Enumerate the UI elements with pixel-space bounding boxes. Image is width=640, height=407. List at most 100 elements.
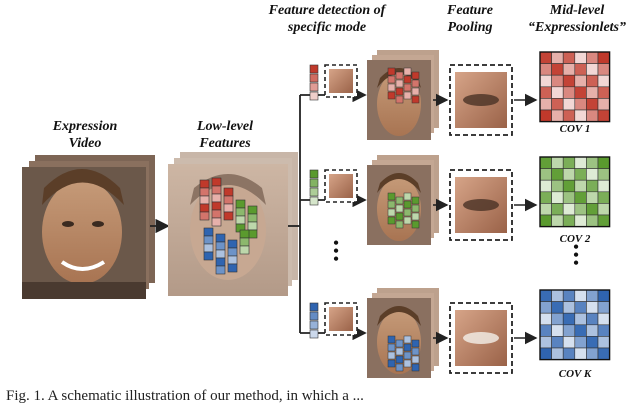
feature-cell — [211, 177, 222, 187]
matrix-cell — [562, 203, 576, 216]
mode-row — [309, 155, 611, 245]
matrix-cell — [586, 203, 599, 216]
ellipsis-dot: • — [333, 251, 339, 268]
matrix-cell — [562, 156, 576, 169]
matrix-cell — [586, 109, 599, 122]
ellipsis-dot: • — [333, 235, 339, 252]
matrix-cell — [574, 109, 587, 122]
feature-cell — [403, 91, 412, 100]
feature-cell — [387, 351, 396, 360]
feature-cell — [411, 220, 420, 229]
feature-cell — [227, 263, 238, 273]
feature-cell — [387, 200, 396, 209]
feature-cell — [235, 207, 246, 217]
matrix-cell — [586, 74, 599, 88]
matrix-cell — [562, 179, 576, 193]
matrix-cell — [562, 168, 576, 181]
matrix-cell — [574, 289, 587, 302]
cov-label-k: COV K — [558, 368, 592, 380]
feature-cell — [309, 91, 319, 101]
feature-cell — [387, 335, 396, 344]
matrix-cell — [551, 336, 564, 349]
feature-cell — [395, 87, 404, 96]
matrix-cell — [597, 203, 610, 216]
feature-cell — [403, 343, 412, 352]
feature-cell — [411, 79, 420, 88]
matrix-cell — [574, 191, 587, 204]
matrix-cell — [597, 51, 610, 64]
feature-cell — [227, 255, 238, 265]
patch-icon — [329, 69, 353, 93]
matrix-cell — [539, 203, 552, 216]
feature-cell — [203, 227, 214, 237]
feature-cell — [387, 83, 396, 92]
matrix-cell — [597, 324, 610, 337]
matrix-cell — [562, 289, 576, 302]
matrix-cell — [539, 74, 552, 88]
feature-cell — [199, 203, 210, 213]
matrix-cell — [586, 347, 599, 360]
feature-cell — [309, 329, 319, 339]
matrix-cell — [551, 51, 564, 64]
feature-cell — [223, 203, 234, 213]
feature-cell — [223, 187, 234, 197]
matrix-cell — [551, 98, 564, 111]
matrix-cell — [539, 347, 552, 360]
expression-video-stack — [22, 155, 155, 299]
matrix-cell — [551, 214, 564, 227]
matrix-cell — [539, 51, 552, 64]
mid-level-label-line1: Mid-level — [549, 3, 605, 18]
feature-cell — [411, 196, 420, 205]
feature-cell — [215, 257, 226, 267]
matrix-cell — [586, 289, 599, 302]
matrix-cell — [586, 191, 599, 204]
ellipsis-dot: • — [573, 239, 579, 256]
matrix-cell — [574, 214, 587, 227]
matrix-cell — [597, 312, 610, 326]
feature-cell — [395, 339, 404, 348]
matrix-cell — [551, 301, 564, 314]
feature-cell — [203, 243, 214, 253]
matrix-cell — [597, 179, 610, 193]
feature-cell — [387, 75, 396, 84]
matrix-cell — [597, 86, 610, 99]
matrix-cell — [551, 156, 564, 169]
matrix-cell — [574, 63, 587, 76]
matrix-cell — [539, 179, 552, 193]
feature-cell — [235, 215, 246, 225]
feature-cell — [403, 351, 412, 360]
mode-row — [309, 50, 611, 140]
feature-pooling-label-line1: Feature — [447, 3, 493, 18]
matrix-cell — [597, 156, 610, 169]
feature-cell — [309, 187, 319, 197]
feature-cell — [395, 95, 404, 104]
matrix-cell — [562, 109, 576, 122]
feature-cell — [211, 217, 222, 227]
feature-cell — [309, 82, 319, 92]
feature-cell — [395, 220, 404, 229]
matrix-cell — [551, 312, 564, 326]
patch-icon — [329, 174, 353, 198]
feature-cell — [403, 200, 412, 209]
matrix-cell — [574, 98, 587, 111]
feature-cell — [235, 199, 246, 209]
feature-cell — [387, 359, 396, 368]
matrix-cell — [574, 347, 587, 360]
matrix-cell — [539, 156, 552, 169]
matrix-cell — [551, 63, 564, 76]
feature-cell — [199, 195, 210, 205]
feature-cell — [223, 211, 234, 221]
feature-cell — [309, 169, 319, 179]
feature-cell — [395, 363, 404, 372]
cov-label-2: COV 2 — [559, 233, 591, 245]
ellipsis-dot: • — [573, 247, 579, 264]
matrix-cell — [551, 324, 564, 337]
feature-cell — [309, 73, 319, 83]
matrix-cell — [551, 203, 564, 216]
feature-cell — [395, 196, 404, 205]
feature-cell — [309, 178, 319, 188]
feature-detection-label-line2: specific mode — [287, 20, 367, 35]
feature-cell — [215, 249, 226, 259]
matrix-cell — [539, 191, 552, 204]
